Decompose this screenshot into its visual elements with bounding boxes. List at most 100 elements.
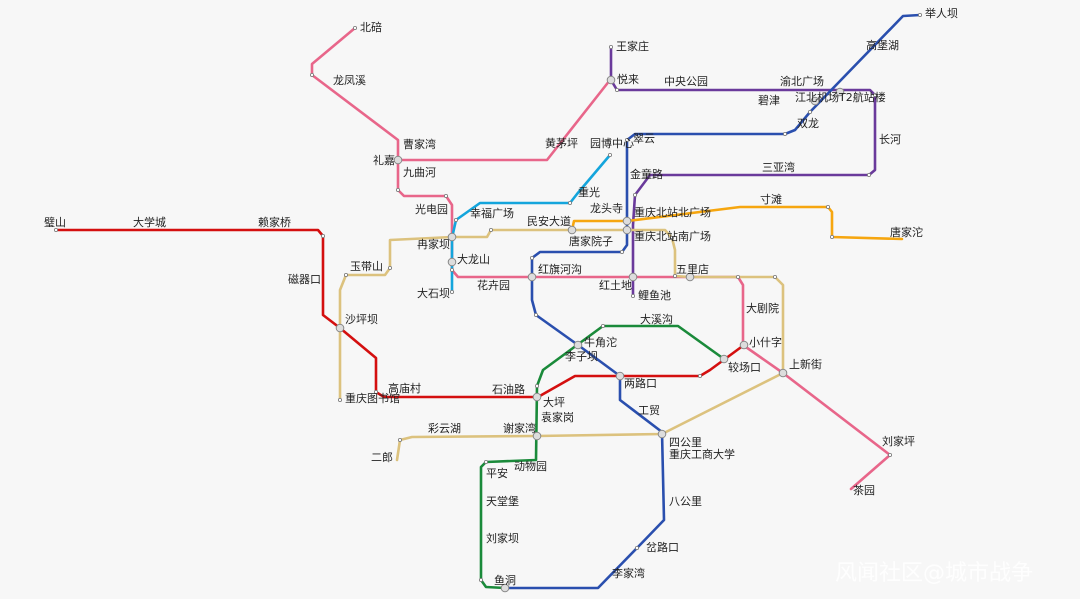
station-label[interactable]: 重庆工商大学 [669, 447, 735, 461]
station-label[interactable]: 园博中心 [590, 137, 634, 150]
station-label[interactable]: 刘家坪 [882, 434, 915, 448]
station-label[interactable]: 渝北广场 [780, 74, 824, 88]
station-label[interactable]: 黄茅坪 [545, 136, 578, 150]
station-label[interactable]: 大石坝 [417, 286, 450, 300]
station-label[interactable]: 两路口 [624, 377, 657, 390]
station-label[interactable]: 红土地 [599, 279, 632, 292]
station-label[interactable]: 玉带山 [350, 260, 383, 273]
station-label[interactable]: 碧津 [758, 94, 780, 107]
station-dot [888, 452, 893, 457]
station-label[interactable]: 李子坝 [565, 349, 598, 363]
station-label[interactable]: 重庆北站南广场 [634, 229, 711, 243]
station-dot [808, 110, 813, 115]
station-label[interactable]: 平安 [486, 466, 508, 480]
station-label[interactable]: 高庙村 [388, 381, 421, 395]
station-dot [698, 373, 703, 378]
station-label[interactable]: 茶园 [853, 484, 875, 497]
station-dot [373, 389, 378, 394]
station-label[interactable]: 高堡湖 [866, 38, 899, 52]
station-label[interactable]: 中央公园 [664, 75, 708, 88]
station-label[interactable]: 天堂堡 [486, 494, 519, 508]
station-dot [635, 546, 640, 551]
station-label[interactable]: 金童路 [630, 167, 663, 181]
station-dot [918, 12, 923, 17]
station-label[interactable]: 沙坪坝 [345, 312, 378, 326]
interchange-icon [573, 340, 583, 350]
station-label[interactable]: 磁器口 [288, 273, 321, 286]
station-label[interactable]: 岔路口 [646, 541, 679, 554]
station-label[interactable]: 光电园 [415, 202, 448, 216]
station-dot [337, 397, 342, 402]
station-label[interactable]: 较场口 [728, 360, 761, 374]
station-label[interactable]: 大剧院 [746, 301, 779, 315]
station-label[interactable]: 唐家院子 [569, 234, 613, 248]
station-label[interactable]: 翠云 [633, 132, 655, 145]
station-label[interactable]: 璧山 [44, 215, 66, 229]
station-label[interactable]: 大坪 [543, 395, 565, 409]
station-label[interactable]: 石油路 [492, 382, 525, 396]
station-label[interactable]: 鱼洞 [494, 573, 516, 587]
interchange-icon [527, 272, 537, 282]
station-label[interactable]: 牛角沱 [584, 335, 617, 349]
station-label[interactable]: 李家湾 [612, 566, 645, 580]
interchange-icon [606, 75, 616, 85]
station-label[interactable]: 大龙山 [457, 252, 490, 266]
interchange-icon [447, 257, 457, 267]
station-label[interactable]: 动物园 [514, 459, 547, 473]
station-dot [608, 152, 613, 157]
station-dot [387, 265, 392, 270]
station-label[interactable]: 重光 [578, 185, 600, 199]
metro-line-purple [609, 45, 877, 298]
station-label[interactable]: 鲤鱼池 [638, 288, 671, 302]
station-label[interactable]: 九曲河 [403, 166, 436, 179]
station-label[interactable]: 龙头寺 [590, 202, 623, 215]
station-dot [773, 274, 778, 279]
station-label[interactable]: 龙凤溪 [333, 74, 366, 87]
station-label[interactable]: 重庆北站北广场 [634, 205, 711, 219]
station-label[interactable]: 唐家沱 [890, 225, 923, 239]
station-label[interactable]: 寸滩 [760, 192, 782, 206]
station-label[interactable]: 赖家桥 [258, 215, 291, 229]
station-label[interactable]: 冉家坝 [417, 237, 450, 251]
station-label[interactable]: 双龙 [797, 117, 819, 130]
station-label[interactable]: 红旗河沟 [538, 262, 582, 276]
station-dot [568, 200, 573, 205]
station-label[interactable]: 大学城 [133, 215, 166, 229]
station-label[interactable]: 五里店 [676, 262, 709, 276]
station-label[interactable]: 刘家坝 [486, 531, 519, 545]
station-label[interactable]: 举人坝 [925, 6, 958, 20]
station-label[interactable]: 王家庄 [616, 39, 649, 53]
station-label[interactable]: 曹家湾 [403, 137, 436, 151]
station-label[interactable]: 幸福广场 [470, 206, 514, 220]
station-label[interactable]: 彩云湖 [428, 422, 461, 435]
station-label[interactable]: 民安大道 [527, 214, 571, 228]
station-label[interactable]: 袁家岗 [541, 410, 574, 424]
station-label[interactable]: 长河 [879, 133, 901, 146]
station-label[interactable]: 大溪沟 [640, 312, 673, 326]
station-label[interactable]: 上新街 [789, 357, 822, 371]
interchange-icon [810, 96, 820, 106]
station-label[interactable]: 谢家湾 [503, 421, 536, 435]
interchange-icon [447, 232, 457, 242]
interchange-icon [532, 431, 542, 441]
station-label[interactable]: 重庆图书馆 [345, 391, 400, 405]
station-dot [620, 249, 625, 254]
station-label[interactable]: 礼嘉 [373, 153, 395, 167]
interchange-icon [657, 429, 667, 439]
station-label[interactable]: 八公里 [669, 495, 702, 508]
station-dot [783, 131, 788, 136]
station-label[interactable]: 四公里 [669, 436, 702, 449]
station-label[interactable]: 江北机场T2航站楼 [795, 90, 886, 104]
station-label[interactable]: 二郎 [371, 450, 393, 464]
station-label[interactable]: 花卉园 [477, 279, 510, 292]
interchange-icon [532, 392, 542, 402]
station-label[interactable]: 悦来 [617, 72, 639, 86]
station-dot [449, 267, 454, 272]
station-dot [478, 578, 483, 583]
station-label[interactable]: 工贸 [638, 404, 660, 417]
station-label[interactable]: 三亚湾 [762, 160, 795, 174]
station-dot [352, 25, 357, 30]
station-label[interactable]: 小什字 [749, 335, 782, 349]
station-label[interactable]: 北碚 [360, 20, 382, 34]
